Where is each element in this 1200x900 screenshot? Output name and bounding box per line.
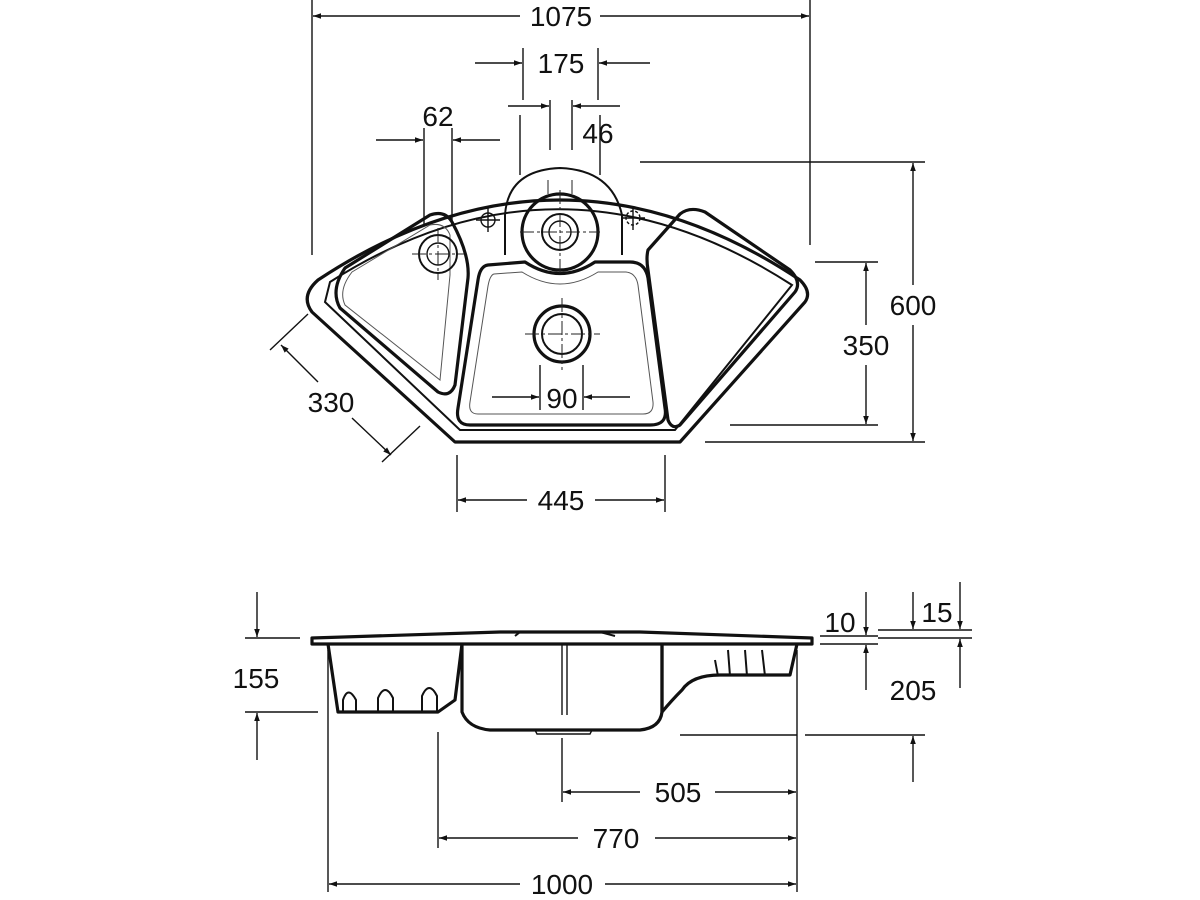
dim-drain-diameter: 90 xyxy=(492,365,630,414)
label-overall-length: 1000 xyxy=(531,869,593,900)
label-hole-offset: 46 xyxy=(582,118,613,149)
label-overall-width: 1075 xyxy=(530,1,592,32)
left-bowl-inner xyxy=(342,224,451,381)
label-center-span: 175 xyxy=(538,48,585,79)
label-drain-diameter: 90 xyxy=(546,383,577,414)
label-bowl-width: 445 xyxy=(538,485,585,516)
dim-side-length: 330 xyxy=(269,313,421,463)
label-overall-depth: 600 xyxy=(890,290,937,321)
top-view: 1075 175 46 62 xyxy=(269,0,937,516)
label-center-to-edge: 505 xyxy=(655,777,702,808)
left-bowl xyxy=(334,211,470,396)
side-right-drainer-lines xyxy=(714,649,766,677)
side-left-bowl-arcs xyxy=(342,687,438,712)
side-drain xyxy=(534,729,593,735)
label-bowl-height: 205 xyxy=(890,675,937,706)
sink-outer-outline xyxy=(305,198,810,444)
label-side-length: 330 xyxy=(308,387,355,418)
right-drainer xyxy=(645,207,800,429)
label-left-hole-offset: 62 xyxy=(422,101,453,132)
label-bowl-span: 770 xyxy=(593,823,640,854)
label-rim-step: 10 xyxy=(824,607,855,638)
label-left-height: 155 xyxy=(233,663,280,694)
label-bowl-depth: 350 xyxy=(843,330,890,361)
dim-center-span: 175 xyxy=(475,48,650,100)
main-bowl-inner xyxy=(469,271,654,415)
tap-hump xyxy=(504,166,623,255)
label-rim-thickness: 15 xyxy=(921,597,952,628)
side-view: 155 10 15 205 xyxy=(233,582,972,900)
dim-bowl-span: 770 xyxy=(439,823,796,854)
side-rim-center-step xyxy=(514,631,616,637)
side-left-bowl xyxy=(326,643,464,714)
dim-rim-thickness: 15 xyxy=(878,582,972,639)
side-right-drainer xyxy=(660,643,799,714)
dim-hole-offset: 46 xyxy=(508,100,620,175)
dim-bowl-height: 205 xyxy=(805,639,963,782)
sink-inner-rim xyxy=(323,208,794,431)
dim-bowl-width: 445 xyxy=(456,455,666,516)
dim-rim-step: 10 xyxy=(820,592,878,690)
dim-overall-depth: 600 xyxy=(640,161,937,443)
dim-left-hole-offset: 62 xyxy=(376,101,500,225)
main-bowl xyxy=(455,260,668,427)
dim-center-to-edge: 505 xyxy=(563,777,796,808)
dim-left-height: 155 xyxy=(233,592,318,760)
side-rim xyxy=(310,630,814,646)
dim-overall-length: 1000 xyxy=(329,869,796,900)
dim-bowl-depth: 350 xyxy=(730,261,890,426)
side-main-bowl xyxy=(460,644,664,732)
dim-overall-width: 1075 xyxy=(311,0,811,255)
